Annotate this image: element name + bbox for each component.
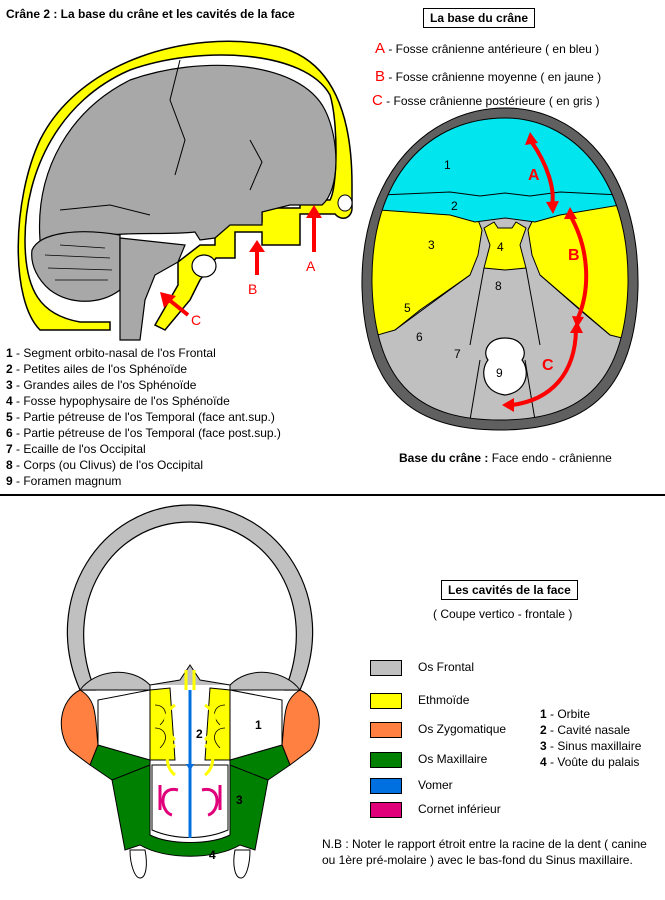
section-divider [0, 494, 665, 496]
base-region-7: 7 [454, 347, 461, 361]
page-title: Crâne 2 : La base du crâne et les cavité… [6, 7, 295, 21]
hypophysis [191, 254, 217, 278]
fosse-item-c: C - Fosse crânienne postérieure ( en gri… [372, 92, 600, 109]
base-arrow-a [529, 139, 555, 206]
section-number-2: 2 [196, 727, 203, 741]
base-label-c: C [542, 357, 554, 374]
inferior-turbinate-left [158, 785, 179, 817]
fosse-item-b: B - Fosse crânienne moyenne ( en jaune ) [375, 68, 602, 85]
frontal-bone [66, 504, 314, 691]
lateral-arrow-a [306, 205, 322, 252]
cavities-box-title: Les cavités de la face [441, 580, 578, 600]
base-region-8: 8 [495, 279, 502, 293]
base-region-1: 1 [444, 158, 451, 172]
base-region-3: 3 [428, 238, 435, 252]
legend-swatch [370, 722, 402, 738]
note-text: N.B : Noter le rapport étroit entre la r… [322, 837, 647, 867]
maxilla [89, 744, 291, 857]
list-item: 7 - Ecaille de l'os Occipital [6, 442, 146, 456]
cavity-list: 1 - Orbite 2 - Cavité nasale 3 - Sinus m… [540, 706, 641, 770]
tooth-left [129, 849, 147, 879]
fosse-letter-b: B [375, 68, 386, 85]
skull-vault [17, 40, 353, 331]
legend-swatch [370, 693, 402, 709]
list-item: 5 - Partie pétreuse de l'os Temporal (fa… [6, 410, 275, 424]
base-label-a: A [528, 167, 540, 184]
lateral-label-a: A [306, 258, 316, 274]
zygomatic-left [60, 689, 99, 766]
base-region-2: 2 [451, 199, 458, 213]
section-number-1: 1 [255, 718, 262, 732]
lateral-arrow-b [249, 240, 265, 275]
base-region-6: 6 [416, 330, 423, 344]
legend-swatch [370, 752, 402, 768]
fosse-item-a: A - Fosse crânienne antérieure ( en bleu… [375, 40, 600, 57]
sella-turcica [483, 221, 527, 271]
ethmoid-left [149, 687, 176, 761]
list-item: 2 - Petites ailes de l'os Sphénoïde [6, 362, 188, 376]
tooth-right [233, 849, 251, 879]
list-item: 4 - Fosse hypophysaire de l'os Sphénoïde [6, 394, 230, 408]
cavities-subtitle: ( Coupe vertico - frontale ) [433, 607, 573, 621]
foramen-magnum [483, 337, 527, 396]
lateral-label-c: C [191, 312, 202, 328]
list-item: 1 - Segment orbito-nasal de l'os Frontal [6, 346, 216, 360]
list-item: 6 - Partie pétreuse de l'os Temporal (fa… [6, 426, 281, 440]
list-item: 3 - Grandes ailes de l'os Sphénoïde [6, 378, 197, 392]
brainstem [119, 237, 186, 341]
list-item: 3 - Sinus maxillaire [540, 739, 642, 753]
legend-swatch [370, 660, 402, 676]
section-number-3: 3 [236, 793, 243, 807]
legend-swatch [370, 778, 402, 794]
base-region-4: 4 [497, 240, 504, 254]
list-item: 1 - Orbite [540, 707, 591, 721]
zygomatic-right [281, 689, 320, 766]
base-arrow-b [568, 214, 589, 319]
base-label-b: B [568, 247, 580, 264]
list-item: 2 - Cavité nasale [540, 723, 631, 737]
inferior-turbinate-right [201, 785, 222, 817]
base-caption: Base du crâne : Face endo - crânienne [399, 451, 612, 465]
lateral-label-b: B [248, 281, 258, 297]
fosse-letter-c: C [372, 92, 383, 109]
brain [38, 64, 337, 246]
lateral-arrow-c [160, 292, 190, 317]
legend-swatch [370, 802, 402, 818]
list-item: 4 - Voûte du palais [540, 755, 640, 769]
list-item: 9 - Foramen magnum [6, 474, 122, 488]
cerebellum [31, 231, 121, 302]
base-region-9: 9 [496, 366, 503, 380]
base-arrow-c [511, 329, 578, 407]
list-item: 8 - Corps (ou Clivus) de l'os Occipital [6, 458, 204, 472]
numbered-list: 1 - Segment orbito-nasal de l'os Frontal… [6, 345, 281, 489]
base-region-5: 5 [404, 301, 411, 315]
orbit-roof [78, 671, 302, 691]
section-number-4: 4 [209, 848, 216, 862]
fosse-letter-a: A [375, 40, 386, 57]
base-box-title: La base du crâne [423, 8, 536, 28]
